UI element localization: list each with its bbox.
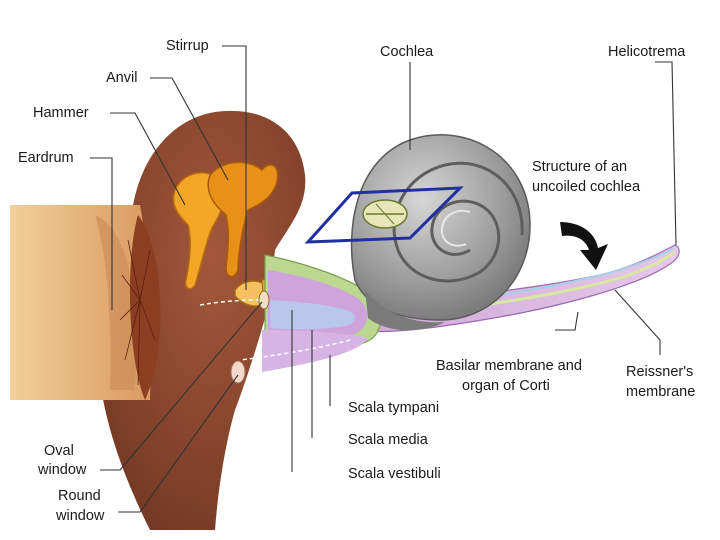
label-eardrum: Eardrum (18, 150, 74, 166)
label-cochlea: Cochlea (380, 44, 434, 60)
anvil-bone (207, 161, 279, 278)
label-hammer: Hammer (33, 105, 89, 121)
label-round-line2: window (55, 508, 105, 524)
cochlea-spiral (392, 161, 524, 283)
label-structure-line1: Structure of an (532, 159, 627, 175)
eardrum-fibers (119, 239, 156, 386)
label-scala-vestibuli: Scala vestibuli (348, 466, 441, 482)
flow-arrow-lower (239, 339, 351, 361)
oval-window (258, 290, 270, 310)
label-anvil: Anvil (106, 70, 137, 86)
cochlea-shell (350, 134, 531, 321)
cochlea-base-tube (365, 290, 445, 331)
label-stirrup: Stirrup (166, 38, 209, 54)
label-round-line1: Round (58, 488, 101, 504)
temporal-bone-tissue (100, 110, 306, 530)
label-oval-line1: Oval (44, 443, 74, 459)
cochlea-spiral-highlight (440, 209, 471, 247)
label-helicotrema: Helicotrema (608, 44, 686, 60)
cross-section-detail (362, 199, 408, 229)
scala-media-region (270, 300, 355, 330)
canal-inner-shadow (95, 215, 137, 390)
label-reissner-line2: membrane (626, 384, 695, 400)
label-basilar-line1: Basilar membrane and (436, 358, 582, 374)
round-window (230, 360, 246, 384)
label-scala-media: Scala media (348, 432, 429, 448)
label-scala-tympani: Scala tympani (348, 400, 439, 416)
label-reissner-line1: Reissner's (626, 364, 693, 380)
leader-lines (90, 45, 677, 513)
eardrum (129, 215, 161, 400)
label-structure-line2: uncoiled cochlea (532, 179, 641, 195)
scala-tympani-region (262, 330, 368, 372)
label-basilar-line2: organ of Corti (462, 378, 550, 394)
uncoil-arrow-icon (560, 222, 608, 270)
cross-section-plane (304, 186, 464, 244)
label-oval-line2: window (37, 462, 87, 478)
